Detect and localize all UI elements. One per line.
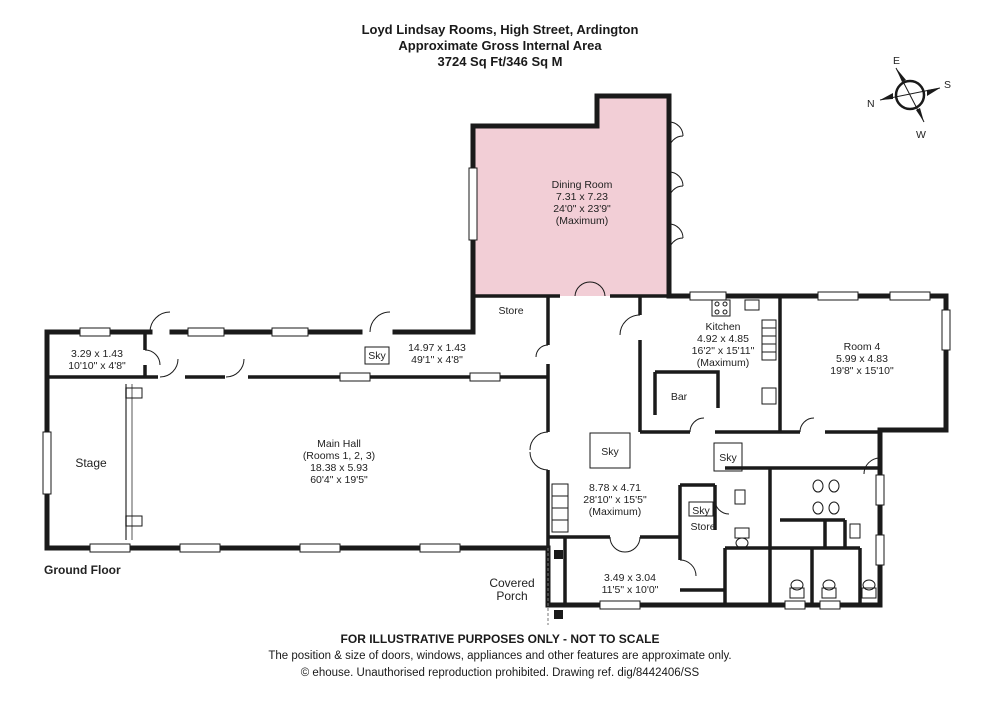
bar-label: Bar: [671, 391, 688, 403]
skylight-store: Sky: [692, 505, 710, 517]
skylights: Sky Sky Sky Sky: [364, 346, 743, 517]
toilet-fittings: [734, 479, 877, 599]
covered-porch: Covered Porch: [489, 576, 534, 603]
dining-name: Dining Room: [552, 179, 613, 191]
main-hall-name: Main Hall: [317, 438, 361, 450]
foyer-shelving: [551, 483, 569, 533]
skylight-corridor: Sky: [368, 350, 386, 362]
floor-label: Ground Floor: [44, 563, 121, 577]
room4-dim-m: 5.99 x 4.83: [836, 353, 888, 365]
kitchen-note: (Maximum): [697, 357, 750, 369]
room-small-left: 3.29 x 1.43 10'10" x 4'8": [68, 348, 126, 372]
dining-doors[interactable]: [574, 121, 684, 297]
plan-title: Loyd Lindsay Rooms, High Street, Ardingt…: [361, 22, 639, 37]
compass-n: N: [867, 98, 875, 110]
plan-area: 3724 Sq Ft/346 Sq M: [437, 54, 563, 69]
dining-dim-m: 7.31 x 7.23: [556, 191, 608, 203]
dining-note: (Maximum): [556, 215, 609, 227]
main-hall-dim-m: 18.38 x 5.93: [310, 462, 368, 474]
dining-room-area: [473, 96, 669, 296]
store-label: Store: [498, 305, 523, 317]
compass-s: S: [944, 79, 951, 91]
room-corridor: 14.97 x 1.43 49'1" x 4'8": [408, 342, 466, 366]
stage-label: Stage: [75, 456, 107, 470]
windows: [42, 167, 951, 610]
porch-line2: Porch: [496, 589, 527, 603]
kitchen-fittings: [711, 299, 777, 405]
doors[interactable]: [144, 311, 881, 577]
dining-dim-ft: 24'0" x 23'9": [553, 203, 611, 215]
entrance-dim-ft: 11'5" x 10'0": [602, 584, 659, 596]
compass-icon: E S N W: [867, 55, 951, 141]
corridor-dim-ft: 49'1" x 4'8": [411, 354, 463, 366]
corridor-dim-m: 14.97 x 1.43: [408, 342, 466, 354]
main-hall-sub: (Rooms 1, 2, 3): [303, 450, 375, 462]
foyer-dim-m: 8.78 x 4.71: [589, 482, 641, 494]
kitchen-dim-m: 4.92 x 4.85: [697, 333, 749, 345]
stage-edge: [125, 384, 143, 540]
small-left-dim-ft: 10'10" x 4'8": [68, 360, 126, 372]
room-4: Room 4 5.99 x 4.83 19'8" x 15'10": [830, 341, 894, 377]
store2-label: Store: [690, 521, 715, 533]
skylight-foyer: Sky: [601, 446, 619, 458]
room-kitchen: Kitchen 4.92 x 4.85 16'2" x 15'11" (Maxi…: [692, 321, 755, 369]
foyer-dim-ft: 28'10" x 15'5": [583, 494, 647, 506]
main-hall-dim-ft: 60'4" x 19'5": [310, 474, 368, 486]
entrance-dim-m: 3.49 x 3.04: [604, 572, 656, 584]
room-dining: Dining Room 7.31 x 7.23 24'0" x 23'9" (M…: [552, 179, 613, 227]
room-foyer: 8.78 x 4.71 28'10" x 15'5" (Maximum): [583, 482, 647, 518]
room4-name: Room 4: [844, 341, 881, 353]
foyer-note: (Maximum): [589, 506, 642, 518]
kitchen-name: Kitchen: [705, 321, 740, 333]
copyright-text: © ehouse. Unauthorised reproduction proh…: [300, 667, 700, 679]
disclaimer-title: FOR ILLUSTRATIVE PURPOSES ONLY - NOT TO …: [340, 632, 660, 646]
small-left-dim-m: 3.29 x 1.43: [71, 348, 123, 360]
room4-dim-ft: 19'8" x 15'10": [830, 365, 894, 377]
plan-subtitle: Approximate Gross Internal Area: [398, 38, 602, 53]
porch-line1: Covered: [489, 576, 534, 590]
kitchen-dim-ft: 16'2" x 15'11": [692, 345, 755, 357]
compass-e: E: [893, 55, 900, 67]
room-main-hall: Main Hall (Rooms 1, 2, 3) 18.38 x 5.93 6…: [303, 438, 375, 486]
room-entrance: 3.49 x 3.04 11'5" x 10'0": [602, 572, 659, 596]
compass-w: W: [916, 129, 926, 141]
disclaimer-text: The position & size of doors, windows, a…: [268, 650, 732, 662]
interior-walls: [47, 294, 880, 605]
porch-posts: [547, 548, 563, 625]
skylight-toilets: Sky: [719, 452, 737, 464]
